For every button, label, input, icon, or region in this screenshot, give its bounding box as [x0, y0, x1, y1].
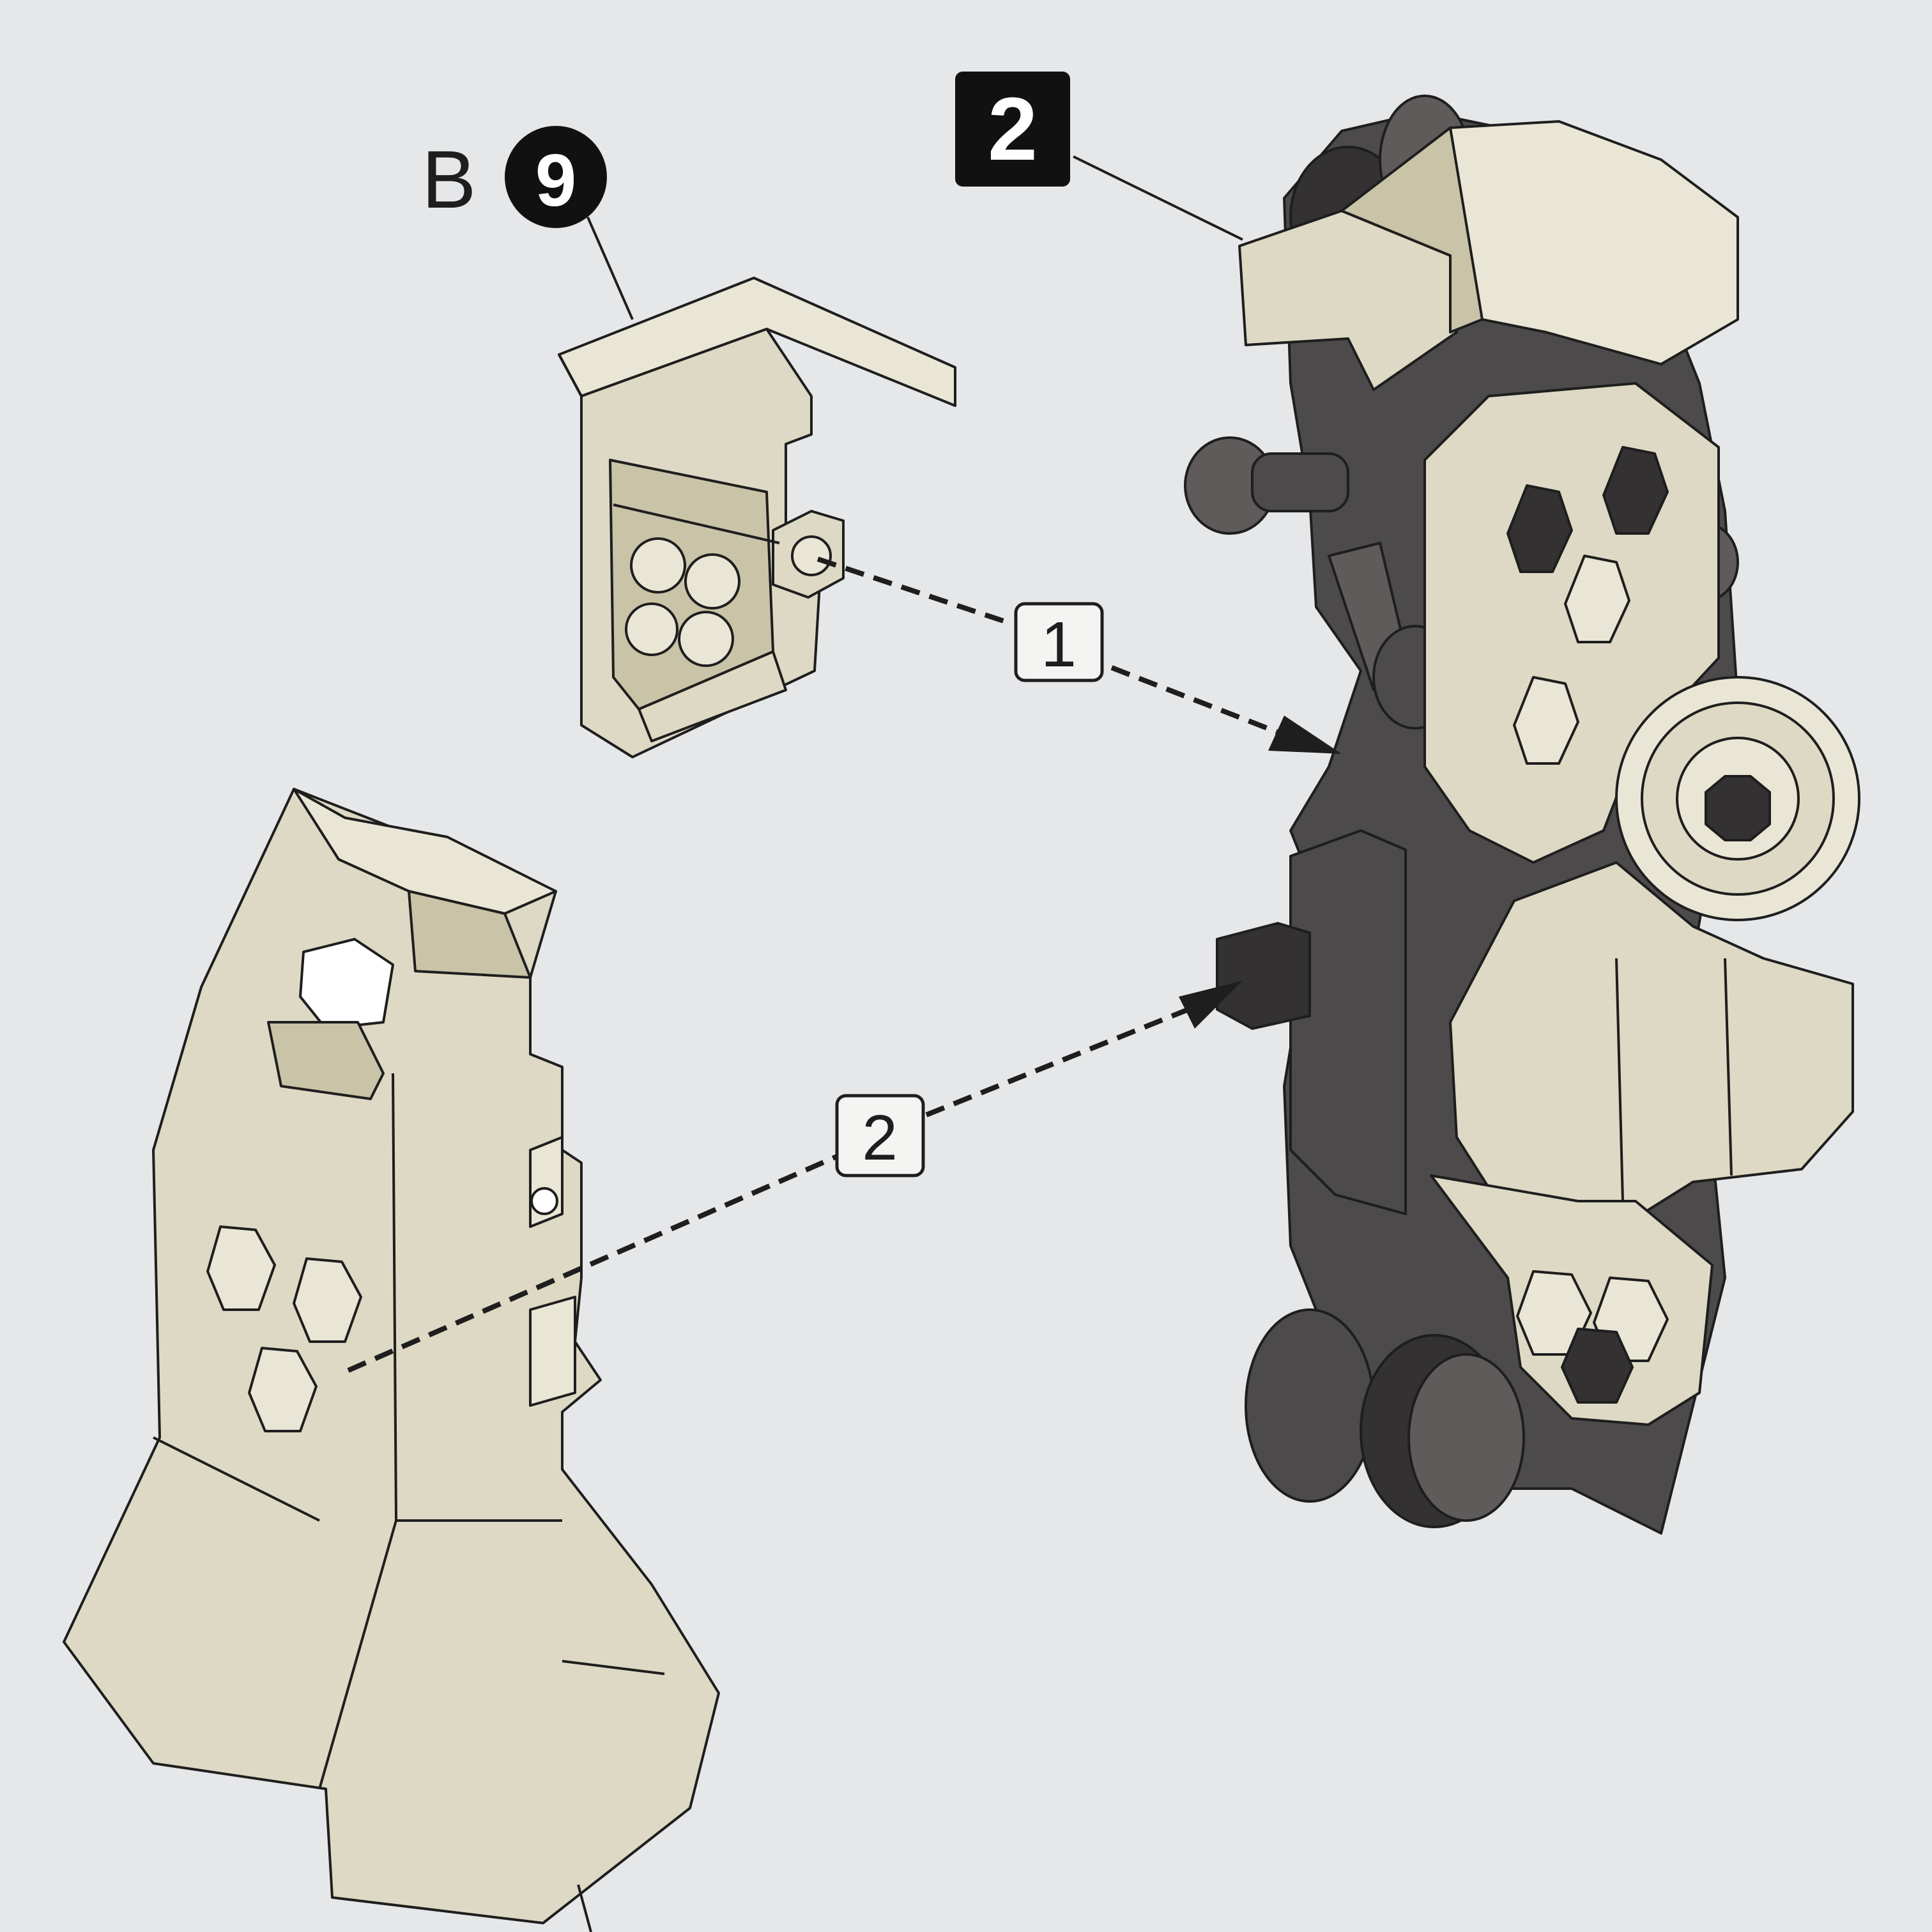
step-badge-label: 2	[988, 79, 1038, 179]
step-callout-leader	[1073, 155, 1243, 241]
bracket-part-b9	[558, 277, 956, 758]
hex-detail	[206, 1225, 276, 1311]
sequence-label-2: 2	[862, 1102, 898, 1174]
leg-armor-part	[63, 788, 720, 1924]
sequence-box-1	[1014, 602, 1104, 682]
dashed-arrow-right-icon	[1268, 716, 1342, 754]
part-number-badge	[505, 126, 607, 228]
hex-cutout	[1506, 484, 1573, 573]
assembly-arrow-1: 1	[816, 556, 1342, 754]
step-badge	[955, 72, 1070, 187]
dashed-arrow-up-right-icon	[1179, 981, 1243, 1029]
sequence-label-1: 1	[1041, 609, 1077, 680]
sequence-box-2	[835, 1094, 925, 1177]
part-number-label: 9	[535, 139, 577, 222]
part-callout-b9: B 9	[422, 126, 634, 320]
slot-window	[299, 938, 394, 1030]
assembly-arrow-2: 2	[347, 981, 1243, 1373]
part-callout-leader	[586, 217, 634, 320]
assembled-leg-frame	[1184, 95, 1860, 1535]
part-letter-label: B	[422, 134, 476, 226]
step-callout-2: 2	[955, 72, 1243, 241]
bottom-leader-line	[577, 1884, 592, 1932]
peg-hole	[791, 535, 832, 576]
